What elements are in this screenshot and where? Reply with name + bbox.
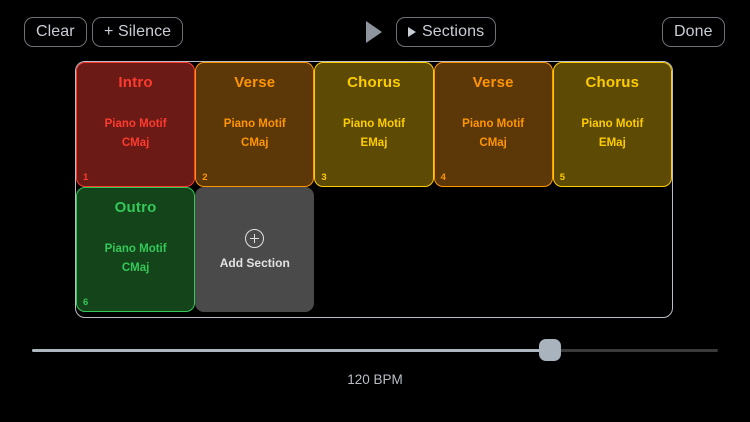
section-card-title: Outro	[114, 199, 157, 216]
section-card-index: 2	[202, 172, 208, 183]
play-triangle-icon[interactable]	[366, 21, 382, 43]
section-card-index: 3	[321, 172, 327, 183]
sections-button[interactable]: Sections	[396, 17, 497, 47]
section-card-title: Intro	[118, 74, 153, 91]
section-card-instrument: Piano Motif	[223, 118, 286, 130]
tempo-area: 120 BPM	[0, 330, 750, 400]
caret-right-icon	[408, 27, 416, 37]
section-card-key: CMaj	[121, 261, 150, 274]
done-button-label: Done	[674, 23, 713, 40]
section-card-index: 5	[559, 172, 566, 183]
section-card-key: EMaj	[360, 136, 388, 149]
done-button[interactable]: Done	[662, 17, 725, 47]
section-card-instrument: Piano Motif	[104, 118, 167, 130]
section-card-index: 4	[440, 172, 446, 183]
slider-track-fill	[32, 348, 550, 352]
top-toolbar: Clear + Silence Sections Done	[0, 0, 750, 60]
slider-thumb[interactable]	[538, 339, 561, 361]
tempo-slider[interactable]	[32, 339, 718, 361]
clear-button[interactable]: Clear	[24, 17, 87, 47]
add-silence-button-label: + Silence	[104, 23, 172, 40]
sections-button-label: Sections	[422, 23, 485, 40]
section-card-title: Chorus	[585, 74, 640, 91]
section-card-instrument: Piano Motif	[462, 118, 525, 130]
add-silence-button[interactable]: + Silence	[92, 17, 184, 47]
section-card-instrument: Piano Motif	[581, 118, 644, 130]
section-card-key: CMaj	[121, 136, 150, 149]
add-section-button[interactable]: Add Section	[195, 187, 315, 312]
section-card-index: 6	[83, 297, 89, 308]
section-card-title: Chorus	[347, 74, 401, 91]
section-card-instrument: Piano Motif	[342, 118, 405, 130]
section-card-key: EMaj	[598, 136, 626, 149]
clear-button-label: Clear	[36, 23, 75, 40]
section-card-title: Verse	[234, 74, 276, 91]
section-card-instrument: Piano Motif	[104, 243, 167, 255]
plus-circle-icon	[245, 229, 265, 248]
section-card-key: CMaj	[241, 136, 269, 149]
section-card-index: 1	[83, 172, 89, 183]
add-section-label: Add Section	[219, 256, 290, 270]
section-card-key: CMaj	[479, 136, 507, 149]
section-card-title: Verse	[472, 74, 514, 91]
tempo-label: 120 BPM	[347, 372, 403, 387]
